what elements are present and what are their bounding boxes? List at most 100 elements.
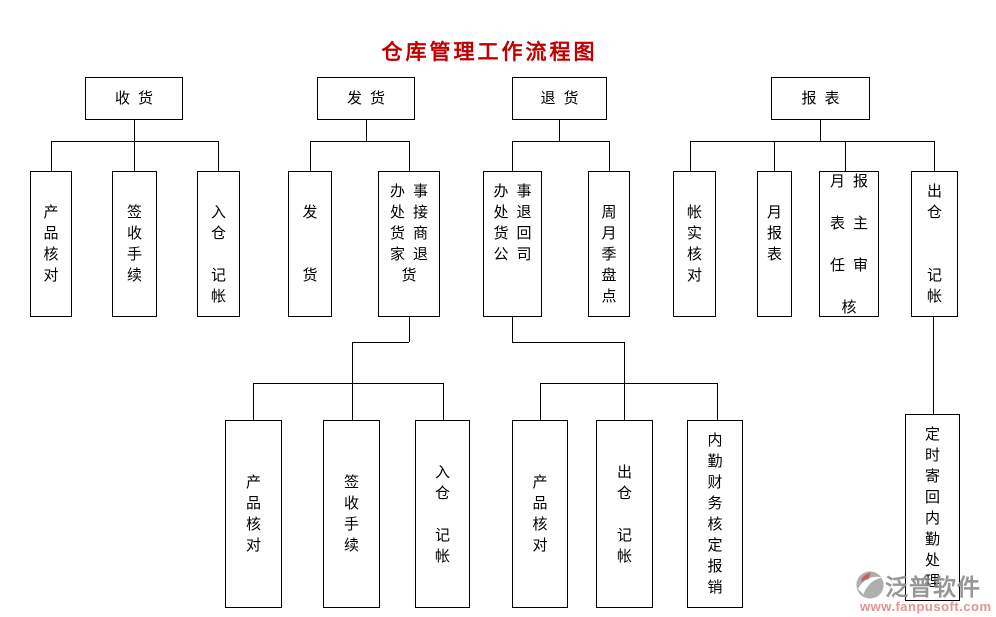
- node-text-row: 寄: [924, 467, 948, 485]
- connector-line: [409, 316, 410, 342]
- node-chanpin-hedui-2: 产品核对: [225, 420, 282, 608]
- node-text-row: [912, 223, 957, 244]
- node-text-row: 销: [707, 579, 731, 596]
- connector-line: [512, 141, 513, 172]
- node-text-row: 办事: [493, 183, 540, 200]
- node-text-row: 帐: [926, 288, 950, 305]
- watermark-top-row: 泛普软件: [855, 568, 996, 602]
- connector-line: [717, 383, 718, 421]
- node-chanpin-hedui-3: 产品核对: [512, 420, 568, 608]
- connector-line: [443, 383, 444, 421]
- node-text-row: 表: [766, 246, 790, 263]
- node-text-row: 品: [532, 495, 556, 512]
- node-text-row: 发: [302, 204, 326, 221]
- connector-line: [512, 316, 513, 342]
- connector-line: [366, 120, 367, 141]
- node-text-row: 办事: [389, 183, 436, 200]
- node-yue-baobiao: 月报表: [757, 171, 792, 317]
- node-text-row: 货商: [389, 225, 436, 242]
- diagram-title: 仓库管理工作流程图: [381, 41, 598, 64]
- node-text-row: 勤: [707, 453, 731, 470]
- connector-line: [845, 141, 846, 172]
- node-text-row: 处接: [389, 204, 436, 221]
- node-text-row: 对: [245, 537, 269, 554]
- node-neiqin-caiwu: 内勤财务核定报销: [687, 420, 743, 608]
- node-yuebaobiao-shenhe: 月报 表主 任审 核: [819, 171, 879, 317]
- node-fahuo: 发货: [317, 77, 415, 120]
- node-banshichu-jiehuo: 办事处接货商家退货: [378, 171, 440, 317]
- node-text-row: 收货: [114, 90, 161, 107]
- connector-line: [512, 141, 609, 142]
- node-rucang-jizhang-1: 入仓 记帐: [197, 171, 240, 317]
- node-text-row: 月: [601, 225, 625, 242]
- node-text-row: 记: [926, 267, 950, 284]
- connector-line: [933, 316, 934, 415]
- node-text-row: [416, 504, 469, 525]
- node-text-row: 帐: [686, 204, 710, 221]
- connector-line: [540, 383, 541, 421]
- connector-line: [540, 383, 717, 384]
- connector-line: [690, 141, 934, 142]
- node-text-row: 手: [343, 516, 367, 533]
- connector-line: [253, 383, 443, 384]
- node-tuihuo: 退货: [512, 77, 607, 120]
- node-text-row: [289, 223, 331, 244]
- node-text-row: 任审: [829, 256, 876, 274]
- node-text-row: 点: [601, 288, 625, 305]
- node-text-row: 签: [126, 204, 150, 221]
- node-text-row: 帐: [434, 547, 458, 565]
- node-text-row: 手: [126, 246, 150, 263]
- node-rucang-jizhang-2: 入仓 记帐: [415, 420, 470, 608]
- node-text-row: 记: [434, 526, 458, 544]
- node-text-row: 月: [766, 204, 790, 221]
- node-text-row: 定: [707, 537, 731, 554]
- node-text-row: 核: [707, 516, 731, 533]
- node-text-row: 发货: [346, 90, 393, 107]
- node-text-row: 退货: [540, 90, 587, 107]
- node-text-row: 出: [926, 183, 950, 200]
- node-text-row: 入: [210, 204, 234, 221]
- node-text-row: [379, 286, 439, 307]
- connector-line: [352, 383, 353, 421]
- node-text-row: 对: [532, 537, 556, 554]
- node-zhangshi-hedui: 帐实核对: [673, 171, 716, 317]
- node-banshichu-tuihuo: 办事处退货回公司: [483, 171, 542, 317]
- node-text-row: 理: [924, 572, 948, 590]
- node-text-row: 记: [210, 267, 234, 284]
- node-text-row: [820, 234, 878, 255]
- node-text-row: [198, 244, 239, 265]
- node-text-row: 产: [245, 474, 269, 491]
- node-chucang-jizhang-2: 出仓 记帐: [596, 420, 653, 608]
- node-text-row: 对: [686, 267, 710, 284]
- node-chanpin-hedui-1: 产品核对: [30, 171, 72, 317]
- node-text-row: 收: [343, 495, 367, 512]
- node-dingshi-jihui: 定时寄回内勤处理: [905, 414, 960, 601]
- node-text-row: 仓: [210, 225, 234, 242]
- node-text-row: [758, 265, 791, 286]
- connector-line: [134, 141, 135, 172]
- watermark: 泛普软件 www.fanpusoft.com: [855, 568, 996, 614]
- node-chucang-jizhang-1: 出仓 记帐: [911, 171, 958, 317]
- node-text-row: 勤: [924, 530, 948, 548]
- node-text-row: [484, 286, 541, 307]
- node-text-row: 货回: [493, 225, 540, 242]
- node-text-row: 仓: [434, 484, 458, 502]
- node-text-row: 核: [686, 246, 710, 263]
- node-text-row: 出: [616, 463, 640, 481]
- connector-line: [512, 342, 624, 343]
- node-text-row: [820, 192, 878, 213]
- node-text-row: 处退: [493, 204, 540, 221]
- connector-line: [559, 120, 560, 141]
- connector-line: [609, 141, 610, 172]
- node-text-row: 核: [245, 516, 269, 533]
- node-fahuo-child: 发 货: [288, 171, 332, 317]
- node-text-row: 品: [245, 495, 269, 512]
- node-text-row: [597, 504, 652, 525]
- node-text-row: 报: [707, 558, 731, 575]
- node-text-row: 仓: [926, 204, 950, 221]
- node-text-row: 续: [126, 267, 150, 284]
- node-text-row: 品: [43, 225, 67, 242]
- node-text-row: 产: [43, 204, 67, 221]
- node-text-row: 记: [616, 526, 640, 544]
- node-baobiao: 报表: [771, 77, 870, 120]
